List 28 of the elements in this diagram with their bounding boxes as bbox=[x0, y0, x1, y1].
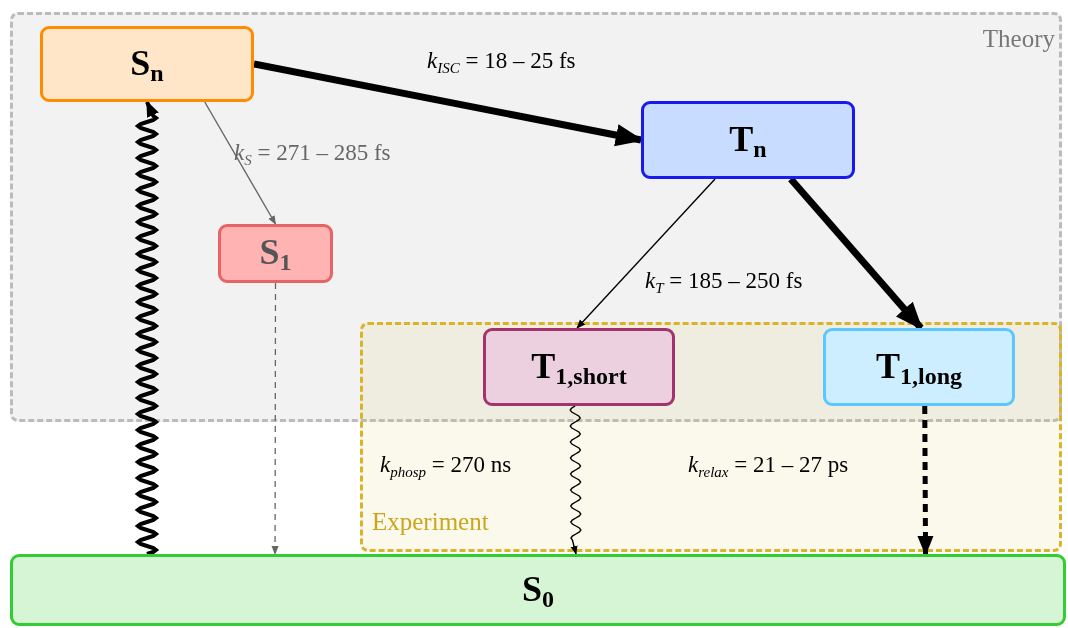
state-label: T$_{1,short}$ bbox=[531, 344, 627, 390]
wavy-arrow bbox=[569, 405, 582, 555]
arrow bbox=[271, 282, 279, 555]
region-label: Experiment bbox=[372, 508, 489, 536]
state-box bbox=[641, 101, 855, 179]
rate-label: k$_{T}$ = 185 – 250 fs bbox=[644, 268, 804, 297]
state-box bbox=[218, 224, 333, 283]
state-label: T$_{1,long}$ bbox=[876, 344, 962, 390]
arrow bbox=[917, 406, 934, 556]
region-panel bbox=[10, 12, 1062, 422]
state-box bbox=[483, 328, 675, 406]
arrow bbox=[253, 60, 644, 147]
state-label: S$_{n}$ bbox=[130, 41, 164, 87]
rate-label: k$_{relax}$ = 21 – 27 ps bbox=[687, 452, 850, 481]
state-label: S$_{1}$ bbox=[259, 231, 292, 276]
rate-label: k$_{ISC}$ = 18 – 25 fs bbox=[426, 48, 577, 77]
wavy-arrow bbox=[134, 100, 160, 556]
region-label: Theory bbox=[982, 25, 1055, 53]
state-label: T$_{n}$ bbox=[729, 117, 767, 163]
arrow bbox=[576, 178, 716, 329]
state-label: S$_{0}$ bbox=[522, 567, 554, 613]
state-box bbox=[10, 554, 1066, 626]
state-box bbox=[40, 26, 254, 102]
arrow bbox=[788, 176, 924, 331]
arrow bbox=[204, 101, 277, 225]
rate-label: k$_{phosp}$ = 270 ns bbox=[379, 452, 513, 481]
state-box bbox=[823, 328, 1015, 406]
rate-label: k$_{S}$ = 271 – 285 fs bbox=[233, 140, 392, 169]
